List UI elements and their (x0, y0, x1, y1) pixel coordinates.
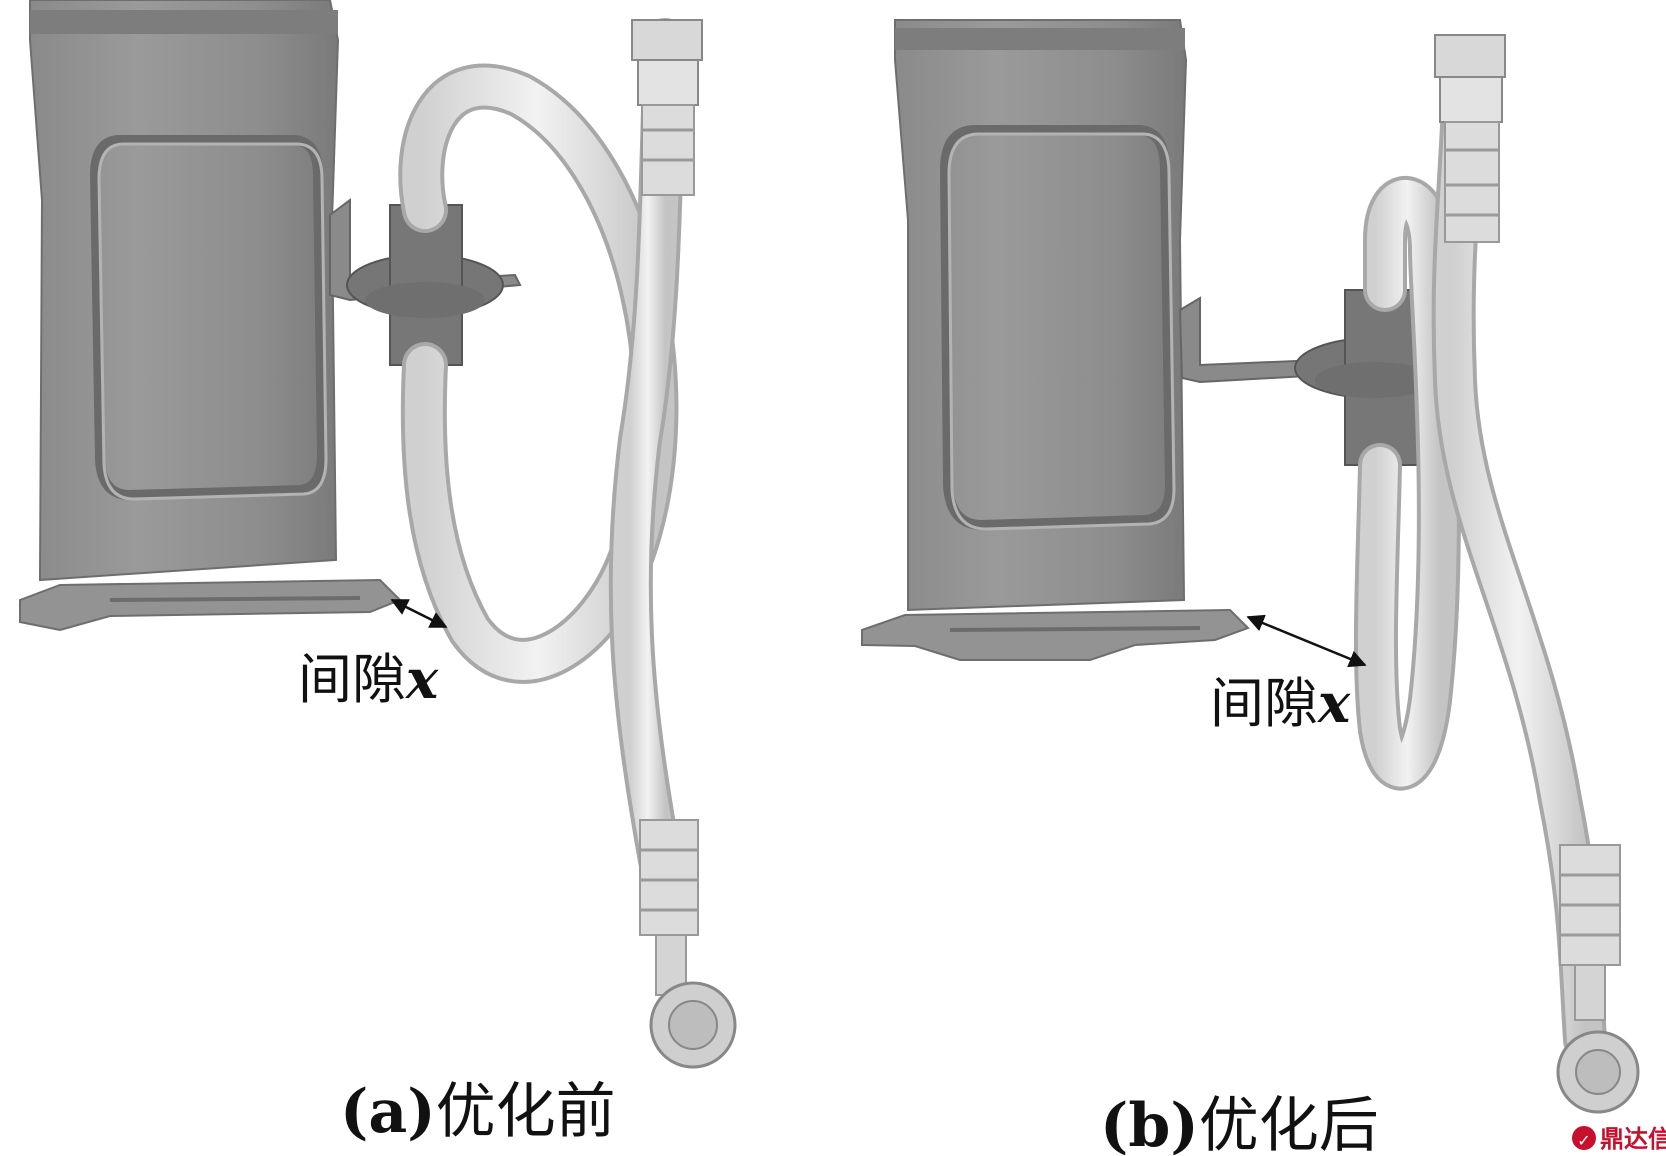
gap-label-b-text: 间隙 (1210, 672, 1318, 735)
gap-label-b: 间隙x (1210, 671, 1351, 735)
watermark-text: 鼎达信 (1600, 1125, 1666, 1153)
caption-a: (a)优化前 (340, 1077, 616, 1147)
bracket-a (329, 198, 522, 366)
panel-a: 间隙x (a)优化前 (19, 0, 737, 1147)
compressor-body-a (19, 0, 402, 632)
gap-variable-a: x (405, 647, 439, 711)
caption-b: (b)优化后 (1100, 1091, 1379, 1156)
gap-arrow-a (390, 598, 448, 629)
gap-arrow-b (1246, 614, 1367, 668)
caption-b-text: 优化后 (1199, 1091, 1379, 1156)
watermark: ✓ 鼎达信 (1572, 1125, 1666, 1153)
gap-label-a-text: 间隙 (298, 648, 406, 711)
fitting-top-b (1434, 34, 1506, 243)
caption-b-tag: (b) (1100, 1091, 1199, 1156)
caption-a-tag: (a) (340, 1077, 436, 1147)
panel-b: 间隙x (b)优化后 (861, 19, 1640, 1156)
hose-a (398, 18, 687, 882)
fitting-bottom-a (639, 819, 737, 1069)
caption-a-text: 优化前 (436, 1077, 616, 1147)
dingdaxin-logo-icon: ✓ (1572, 1126, 1596, 1150)
svg-text:✓: ✓ (1577, 1131, 1590, 1150)
gap-variable-b: x (1317, 671, 1351, 735)
compressor-body-b (861, 19, 1250, 661)
fitting-bottom-b (1556, 844, 1640, 1114)
gap-label-a: 间隙x (298, 647, 439, 711)
fitting-top-a (631, 19, 703, 196)
